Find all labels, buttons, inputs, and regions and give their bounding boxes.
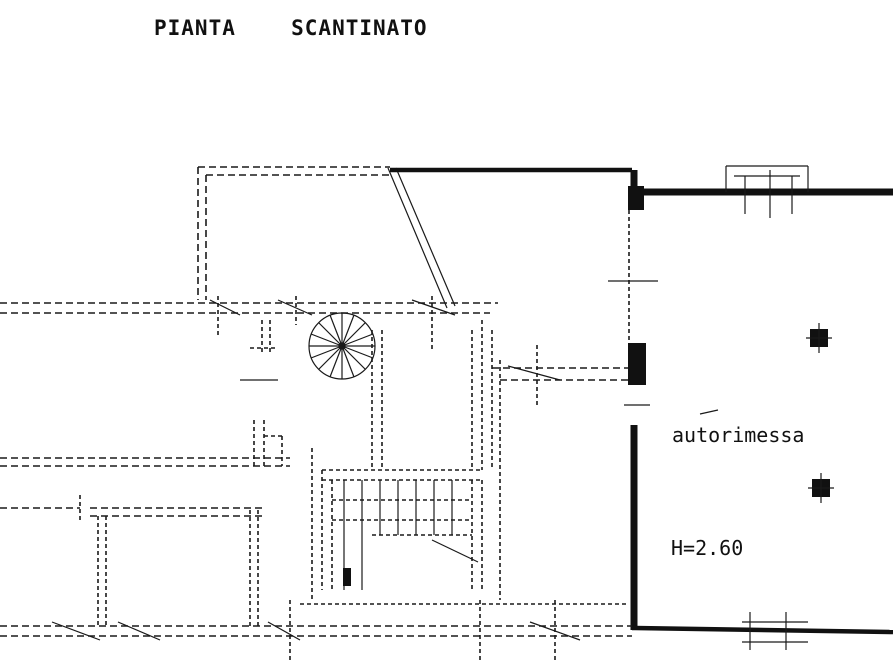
bottom-window: [742, 612, 808, 650]
room-height-label: H=2.60: [671, 536, 744, 560]
middle-wall-lines: [0, 296, 498, 350]
ramp-diagonal: [387, 167, 456, 309]
top-window: [725, 165, 809, 218]
garage-opening: [699, 409, 719, 415]
plan-title: PIANTA SCANTINATO: [154, 16, 428, 40]
spiral-staircase: [308, 312, 376, 380]
room-name-label: autorimessa: [672, 423, 805, 447]
left-rooms-walls: [0, 420, 290, 628]
bottom-wall-lines: [0, 600, 632, 660]
garage-pillars: [806, 323, 834, 503]
garage-left-wall: [608, 210, 893, 635]
garage-top-wall: [390, 167, 893, 210]
inner-walls: [240, 320, 628, 600]
straight-staircase: [311, 448, 483, 600]
upper-room-outline: [197, 166, 390, 300]
